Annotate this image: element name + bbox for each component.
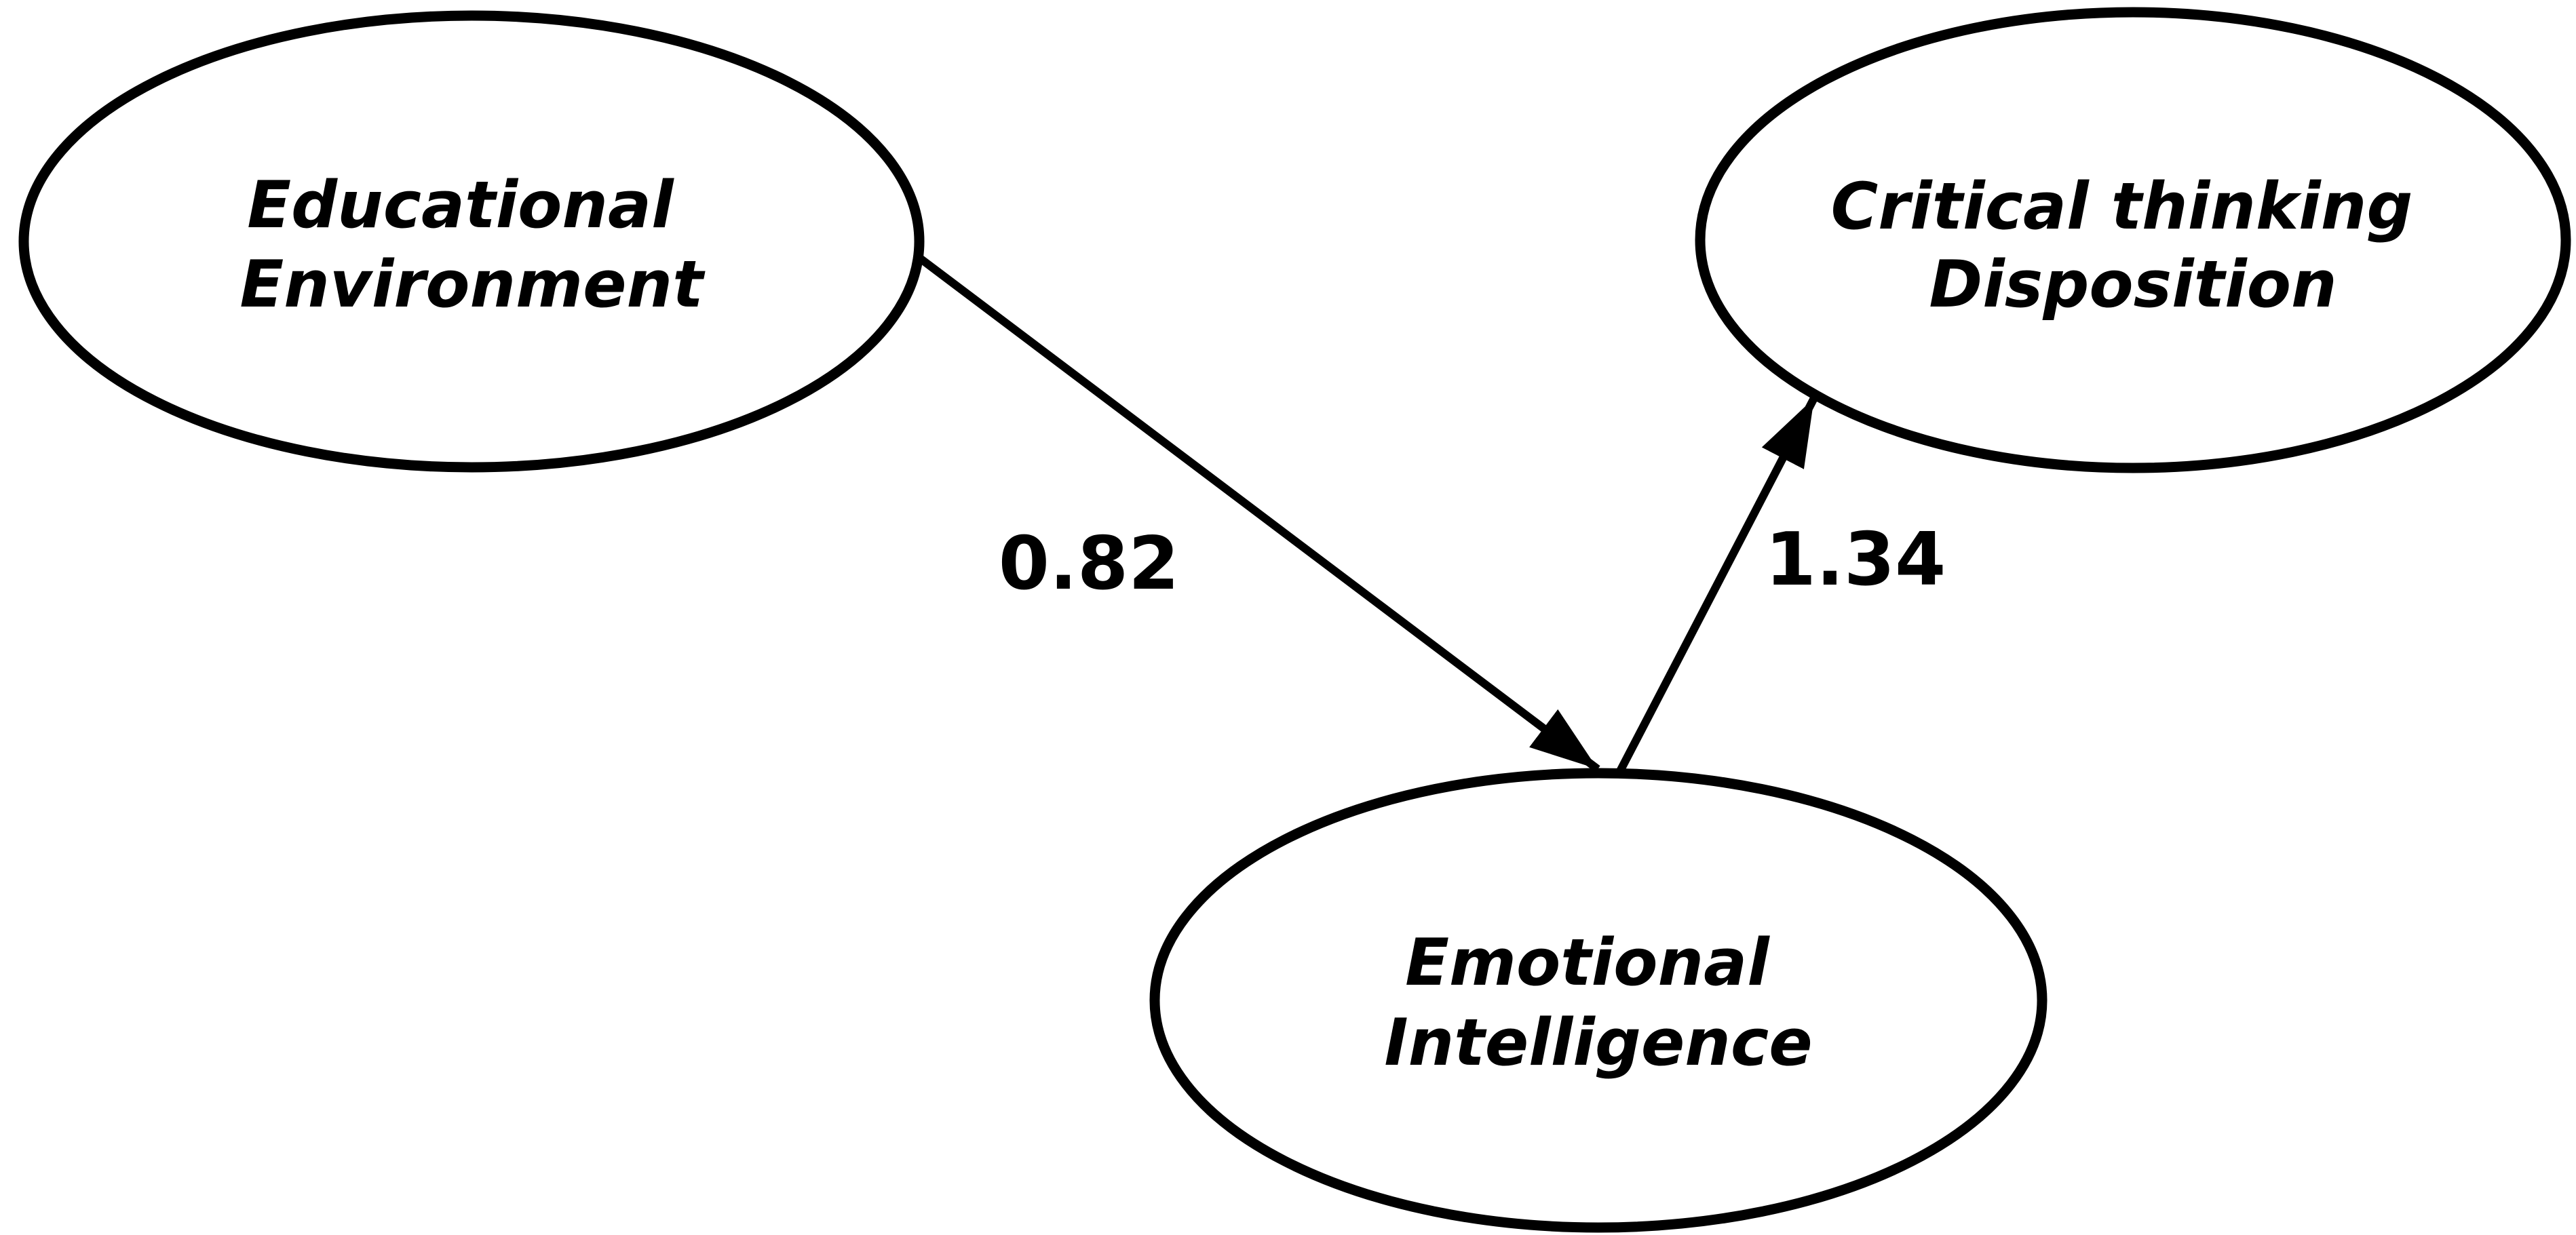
coefficient-ee-to-ei-label: 0.82 (999, 522, 1179, 606)
arrow-emotional-intelligence-to-critical-thinking-disposition (1608, 396, 1818, 789)
educational-environment-label: Educational Environment (239, 168, 706, 322)
coefficient-ei-to-ctd-label: 1.34 (1765, 517, 1946, 602)
educational-environment-label-line2: Environment (239, 248, 706, 322)
emotional-intelligence-label-line1: Emotional (1405, 926, 1770, 1000)
arrow-educational-environment-to-emotional-intelligence (872, 221, 1600, 772)
critical-thinking-disposition-label-line2: Disposition (1929, 248, 2337, 322)
emotional-intelligence-label: Emotional Intelligence (1384, 926, 1812, 1080)
emotional-intelligence-label-line2: Intelligence (1384, 1006, 1812, 1080)
educational-environment-node (18, 10, 925, 473)
critical-thinking-disposition-node (1695, 7, 2571, 473)
critical-thinking-disposition-label-line1: Critical thinking (1831, 170, 2413, 244)
emotional-intelligence-node (1149, 768, 2048, 1233)
critical-thinking-disposition-label: Critical thinking Disposition (1831, 170, 2436, 322)
educational-environment-label-line1: Educational (247, 168, 674, 243)
